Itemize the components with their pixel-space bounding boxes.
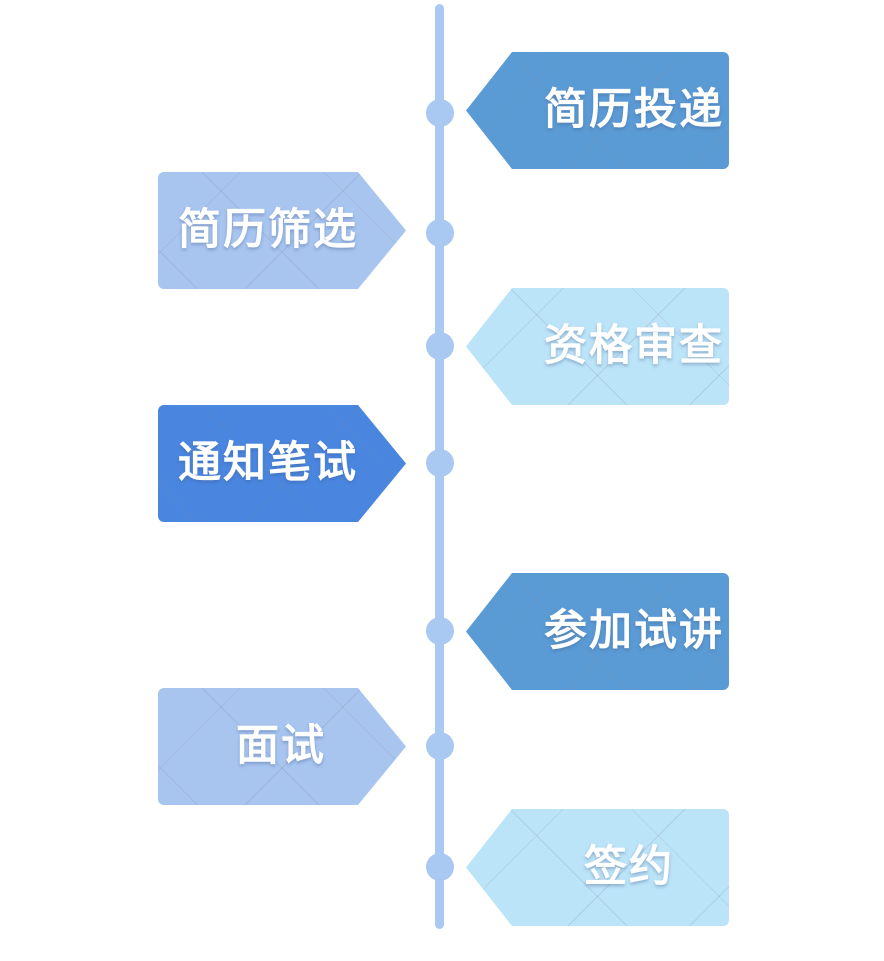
timeline-dot-1[interactable]: [426, 99, 454, 127]
banner-fill: [466, 288, 729, 405]
timeline-step-label: 简历投递: [544, 85, 724, 135]
timeline-step-label: 面试: [236, 721, 326, 771]
timeline-step-qualification-review[interactable]: 资格审查: [466, 288, 729, 405]
timeline-dot-5[interactable]: [426, 617, 454, 645]
timeline-dot-3[interactable]: [426, 332, 454, 360]
banner-fill: [158, 688, 406, 805]
banner-fill: [466, 52, 729, 169]
timeline-step-trial-lecture[interactable]: 参加试讲: [466, 573, 729, 690]
timeline-step-written-test-notice[interactable]: 通知笔试: [158, 405, 406, 522]
banner-fill: [466, 573, 729, 690]
timeline-step-resume-submission[interactable]: 简历投递: [466, 52, 729, 169]
timeline-step-label: 参加试讲: [544, 606, 724, 656]
timeline-step-label: 通知笔试: [178, 438, 358, 488]
timeline-step-sign-contract[interactable]: 签约: [466, 809, 729, 926]
timeline-dot-4[interactable]: [426, 449, 454, 477]
banner-fill: [466, 809, 729, 926]
timeline-step-interview[interactable]: 面试: [158, 688, 406, 805]
timeline-step-resume-screening[interactable]: 简历筛选: [158, 172, 406, 289]
timeline-step-label: 资格审查: [544, 321, 724, 371]
banner-fill: [158, 172, 406, 289]
timeline-dot-6[interactable]: [426, 732, 454, 760]
timeline-dot-2[interactable]: [426, 219, 454, 247]
timeline-step-label: 签约: [584, 842, 674, 892]
banner-fill: [158, 405, 406, 522]
timeline-dot-7[interactable]: [426, 853, 454, 881]
timeline-step-label: 简历筛选: [178, 205, 358, 255]
